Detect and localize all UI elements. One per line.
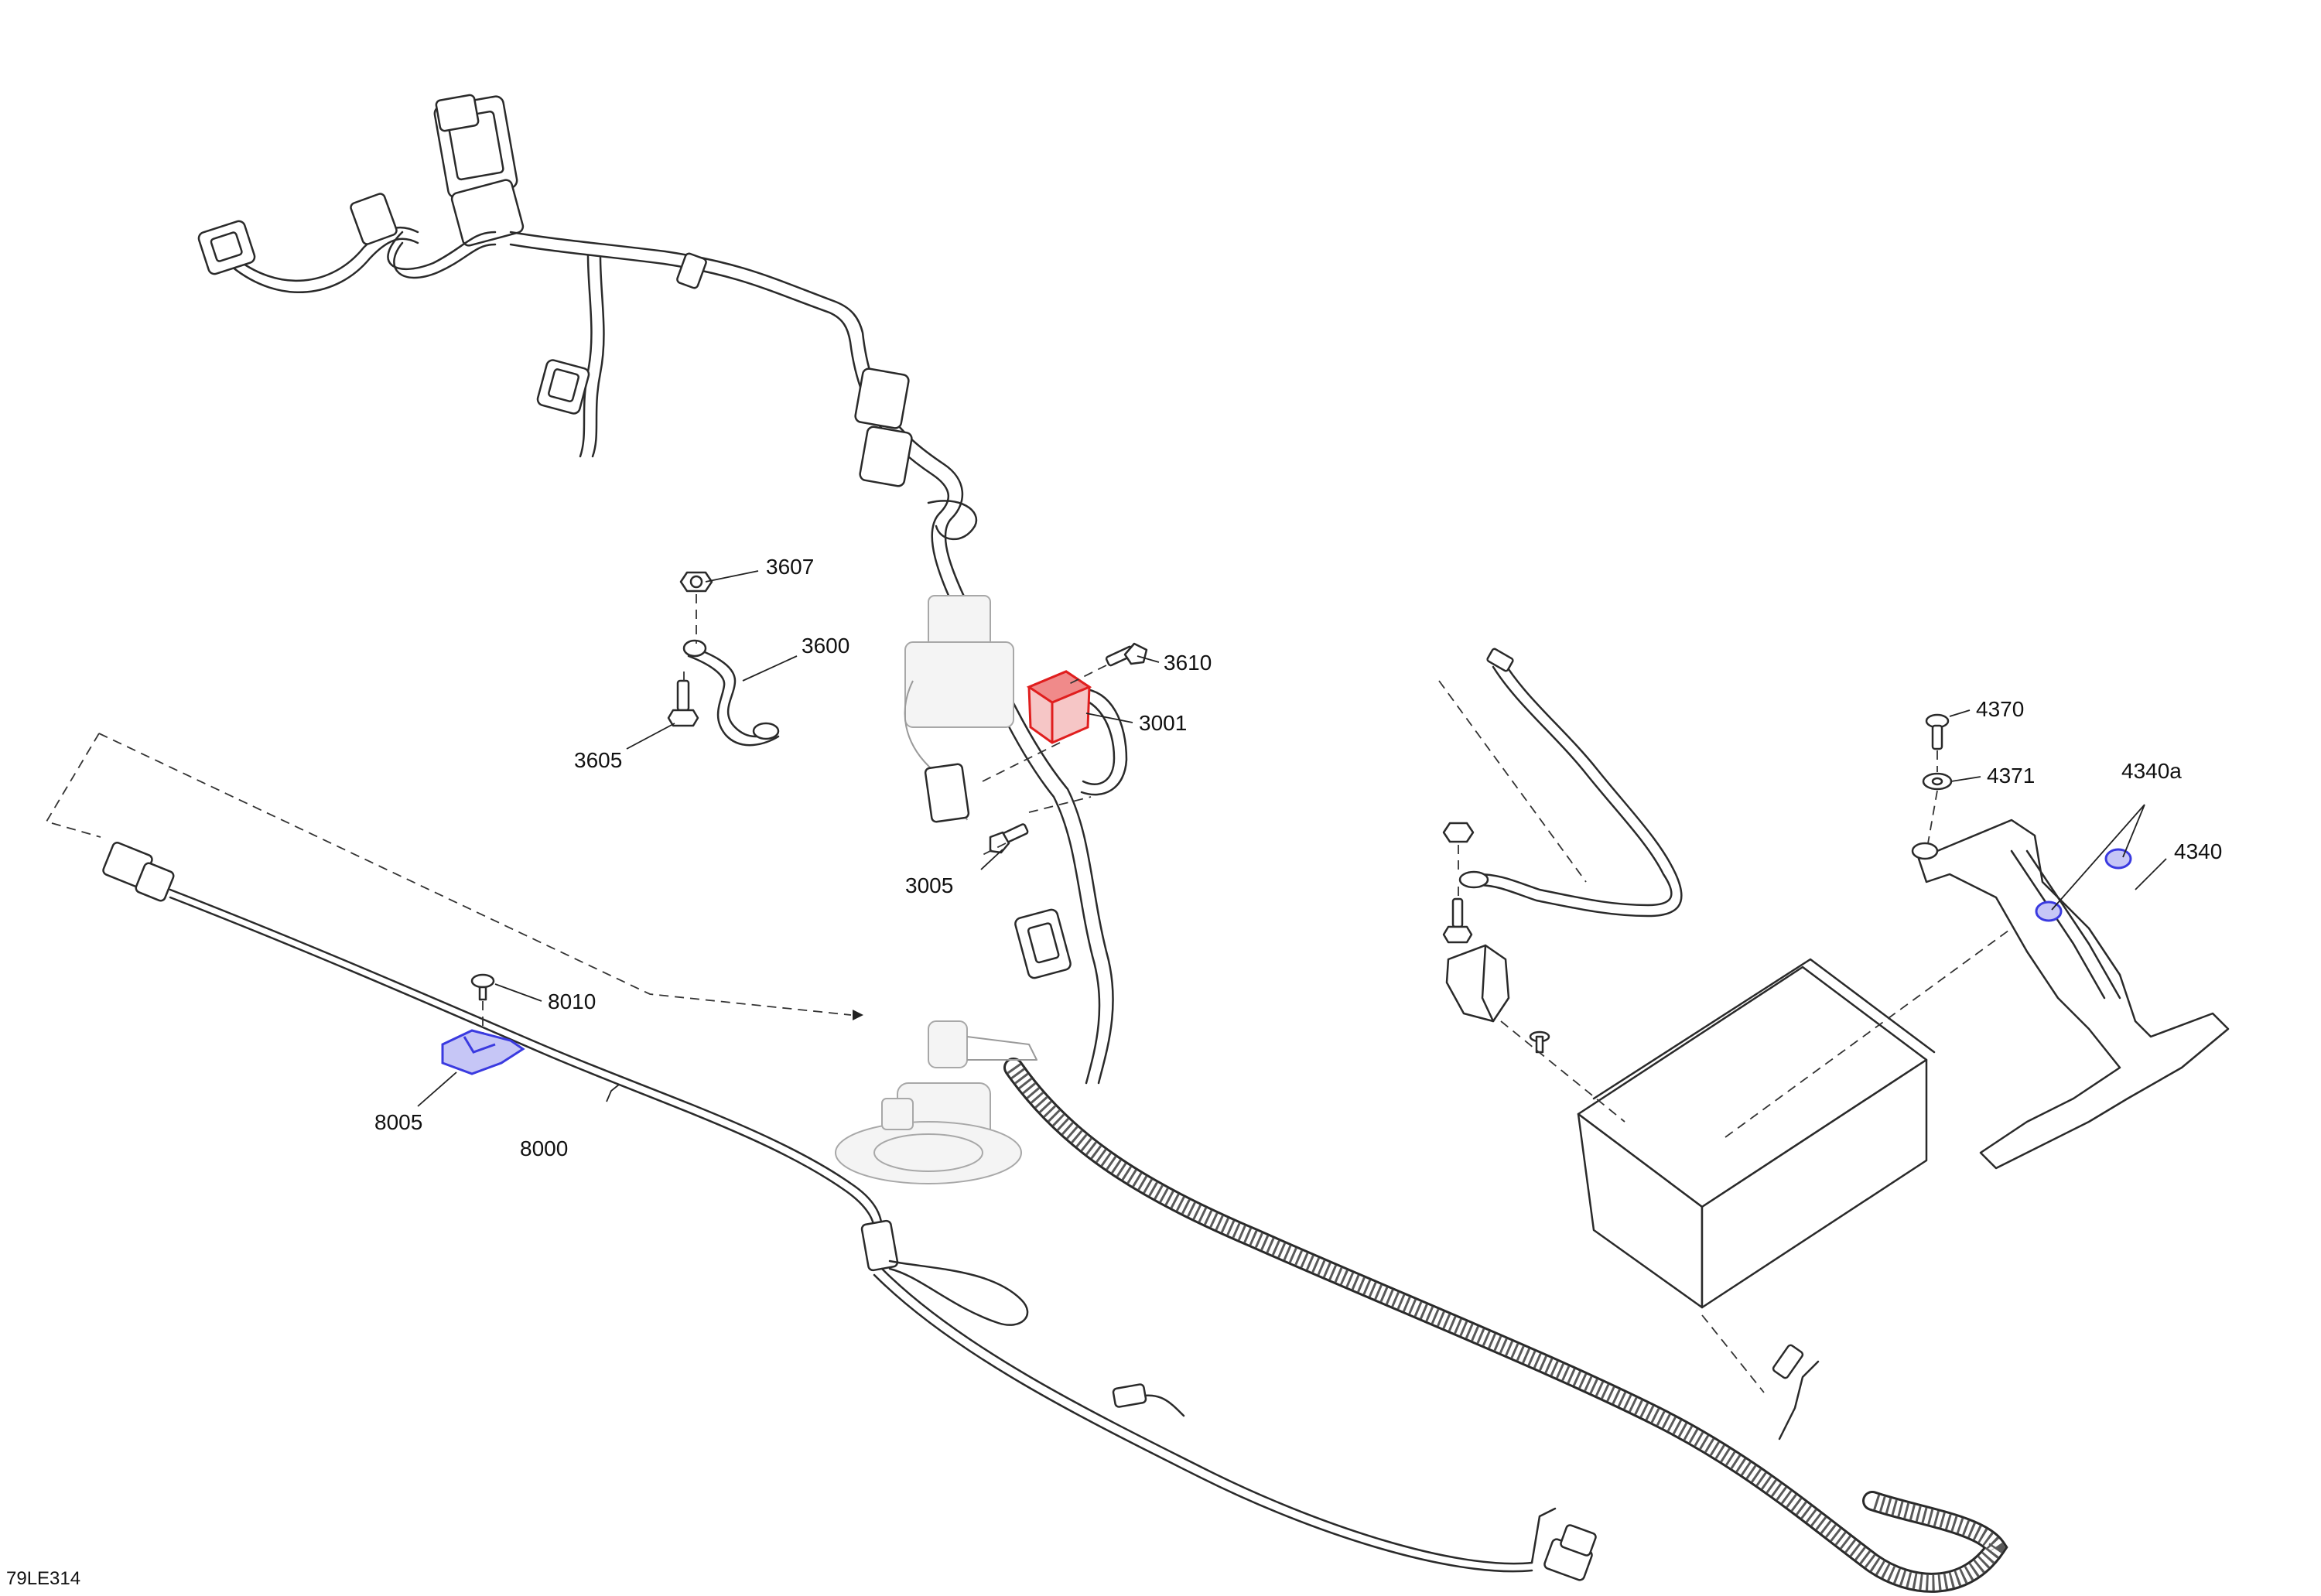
battery-terminal-hardware bbox=[1442, 822, 1475, 944]
sensor-cable-8000 bbox=[102, 842, 1597, 1581]
connector-mid-trunk bbox=[854, 367, 913, 487]
battery bbox=[1577, 958, 1936, 1309]
callout-4340a: 4340a bbox=[2121, 759, 2182, 783]
screw-3610 bbox=[1105, 642, 1148, 667]
callout-3005: 3005 bbox=[905, 873, 953, 897]
callout-3610: 3610 bbox=[1164, 651, 1212, 675]
battery-cable bbox=[1458, 648, 1683, 918]
callout-4370: 4370 bbox=[1976, 697, 2024, 721]
callout-3001: 3001 bbox=[1139, 711, 1187, 735]
clip-8005 bbox=[441, 1029, 525, 1075]
screw-3605 bbox=[667, 679, 699, 727]
starter-solenoid-ghost bbox=[835, 1020, 1037, 1184]
corrugated-loom bbox=[1003, 1058, 2008, 1593]
main-wiring-harness bbox=[197, 94, 1128, 1085]
push-pin-8010 bbox=[470, 973, 495, 1001]
callout-labels: 3607 3600 3605 3610 3001 3005 8010 8005 … bbox=[374, 555, 2222, 1160]
callout-3607: 3607 bbox=[766, 555, 814, 579]
terminal-cover bbox=[1445, 944, 1510, 1023]
connector-top-cluster bbox=[350, 94, 525, 247]
relay-box-ghost bbox=[904, 595, 1014, 821]
diagram-code: 79LE314 bbox=[6, 1568, 80, 1589]
callout-3605: 3605 bbox=[574, 748, 622, 772]
washer-4371 bbox=[1922, 772, 1953, 791]
callout-leaders bbox=[417, 570, 2167, 1107]
callout-3600: 3600 bbox=[802, 634, 849, 658]
callout-8005: 8005 bbox=[374, 1110, 422, 1134]
connector-left-drop bbox=[536, 359, 590, 415]
screw-3005 bbox=[989, 823, 1029, 854]
callout-4371: 4371 bbox=[1987, 764, 2035, 788]
connector-far-left bbox=[197, 220, 256, 275]
bolt-4370 bbox=[1925, 713, 1950, 750]
nut-3607 bbox=[679, 571, 713, 593]
connector-lower-left bbox=[924, 763, 1072, 979]
callout-8000: 8000 bbox=[520, 1136, 568, 1160]
callout-8010: 8010 bbox=[548, 989, 596, 1013]
ground-cable-3600 bbox=[682, 639, 780, 747]
battery-bracket-4340 bbox=[1911, 819, 2230, 1170]
callout-4340: 4340 bbox=[2174, 839, 2222, 863]
small-screw bbox=[1529, 1030, 1550, 1054]
relay-3001 bbox=[1026, 670, 1092, 744]
